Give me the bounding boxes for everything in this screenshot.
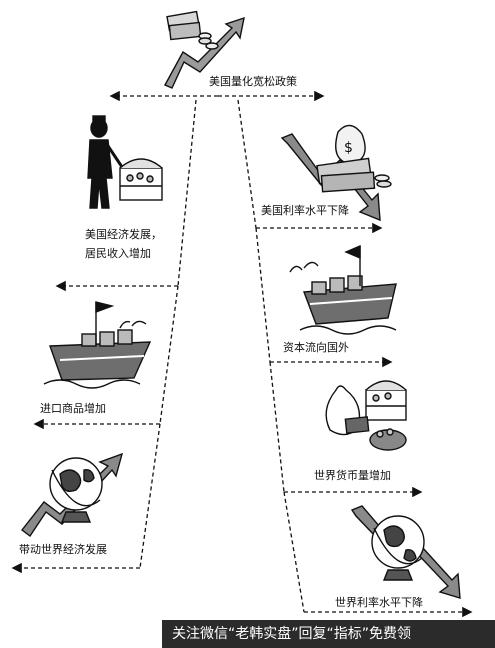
left-step-3-label: 带动世界经济发展 [19, 543, 107, 556]
globe-falling-arrow-icon [350, 505, 461, 599]
right-step-3-label: 世界货币量增加 [314, 469, 391, 482]
right-step-4-label: 世界利率水平下降 [335, 596, 423, 609]
right-step-1-label: 美国利率水平下降 [261, 204, 349, 217]
money-bag-treasure-icon [325, 380, 407, 451]
cargo-ship-icon [43, 301, 152, 389]
left-step-1-label-line2: 居民收入增加 [85, 247, 151, 260]
right-step-2-label: 资本流向国外 [283, 341, 349, 354]
money-stack-rising-arrow-icon [164, 10, 245, 89]
businessman-treasure-chest-icon [87, 115, 163, 209]
svg-text:$: $ [344, 140, 353, 156]
promo-footer-banner: 关注微信“老韩实盘”回复“指标”免费领 [162, 620, 495, 648]
connector-lines [11, 90, 473, 618]
left-step-2-label: 进口商品增加 [40, 402, 106, 415]
left-step-1-label-line1: 美国经济发展， [85, 228, 162, 241]
globe-rising-arrow-icon [21, 452, 124, 538]
money-falling-arrow-icon: $ [280, 124, 392, 222]
top-policy-label: 美国量化宽松政策 [209, 75, 297, 88]
cargo-ship-icon [289, 244, 397, 335]
